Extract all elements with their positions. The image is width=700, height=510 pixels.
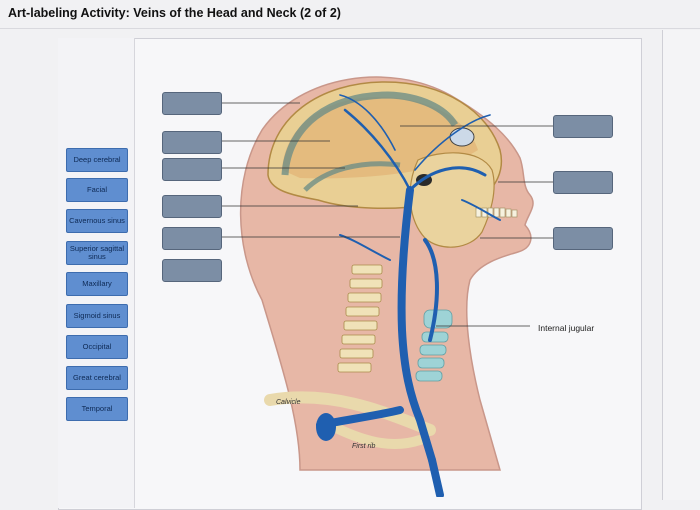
eye [450, 128, 474, 146]
drop-target-4[interactable] [162, 195, 222, 218]
drop-target-8[interactable] [553, 171, 613, 194]
drop-target-6[interactable] [162, 259, 222, 282]
drop-target-3[interactable] [162, 158, 222, 181]
drop-target-9[interactable] [553, 227, 613, 250]
internal-jugular-label: Internal jugular [538, 323, 594, 333]
drop-target-7[interactable] [553, 115, 613, 138]
drop-target-5[interactable] [162, 227, 222, 250]
clavicle-label: Calvicle [276, 399, 301, 406]
drop-target-2[interactable] [162, 131, 222, 154]
subclavian-stump [316, 413, 336, 441]
first-rib-label: First rib [352, 443, 375, 450]
drop-target-1[interactable] [162, 92, 222, 115]
